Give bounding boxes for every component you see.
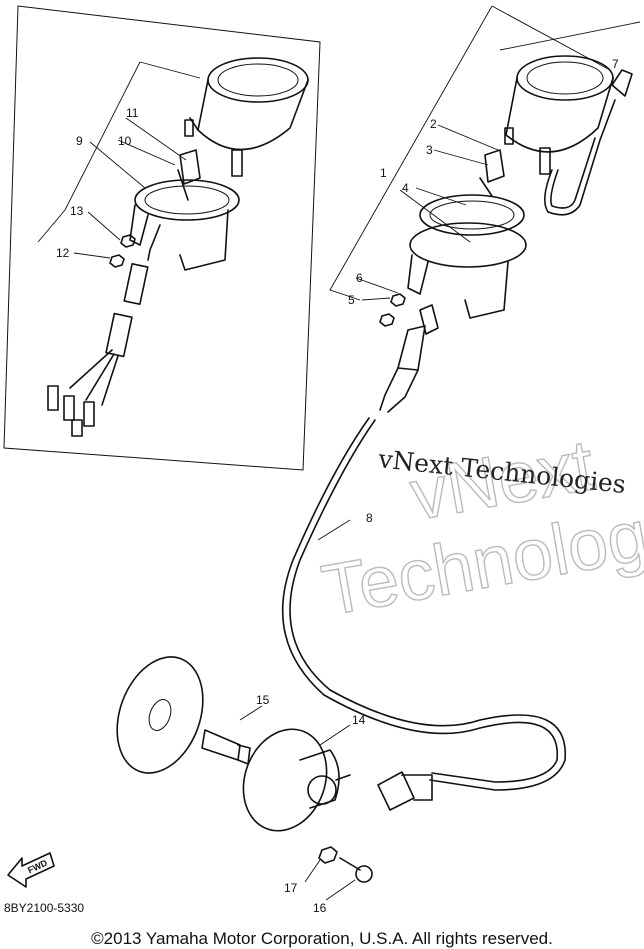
callout-8: 8 — [366, 511, 373, 525]
main-cable-7 — [544, 69, 633, 216]
callout-6: 6 — [356, 271, 363, 285]
inset-nuts — [109, 234, 136, 268]
inset-frame — [3, 5, 321, 471]
speedometer-gear-unit-14 — [242, 728, 351, 832]
inset-cable-adapter — [177, 149, 201, 201]
copyright-notice: ©2013 Yamaha Motor Corporation, U.S.A. A… — [91, 929, 553, 948]
callout-13: 13 — [70, 204, 84, 218]
callout-3: 3 — [426, 143, 433, 157]
inset-meter-bracket — [129, 179, 240, 271]
callout-16: 16 — [313, 901, 327, 915]
callout-14: 14 — [352, 713, 366, 727]
main-cable-adapter — [479, 149, 505, 197]
callout-4: 4 — [402, 181, 409, 195]
main-nuts — [379, 293, 406, 327]
diagram-code: 8BY2100-5330 — [4, 901, 85, 915]
inset-speedometer — [184, 57, 309, 177]
callout-5: 5 — [348, 293, 355, 307]
callout-2: 2 — [430, 117, 437, 131]
callout-7: 7 — [612, 57, 619, 71]
drive-shaft-15 — [201, 729, 251, 765]
main-meter-bracket — [407, 194, 527, 319]
brake-disc — [116, 656, 204, 774]
inset-harness — [47, 262, 149, 437]
main-speedometer — [504, 55, 614, 175]
callout-17: 17 — [284, 881, 298, 895]
callout-11: 11 — [126, 106, 139, 120]
speedometer-cable — [289, 419, 566, 791]
callout-1: 1 — [380, 166, 387, 180]
fwd-arrow-icon: FWD — [7, 852, 55, 888]
callout-9: 9 — [76, 134, 83, 148]
cable-end-fitting — [377, 771, 433, 811]
callout-15: 15 — [256, 693, 270, 707]
callout-12: 12 — [56, 246, 70, 260]
watermark: vNext Technologies vNext Technologies — [316, 424, 644, 632]
main-speedo-gear — [379, 304, 439, 413]
callout-10: 10 — [118, 134, 132, 148]
bolt-and-nut — [318, 846, 373, 883]
